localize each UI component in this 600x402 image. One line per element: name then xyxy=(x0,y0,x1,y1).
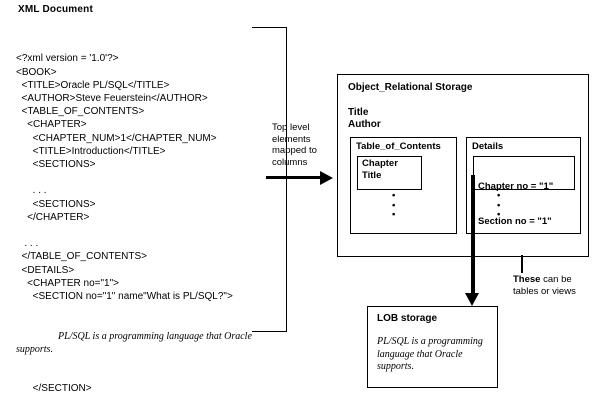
table-of-contents-continuation-dots: • • • xyxy=(392,190,396,220)
xml-code-line xyxy=(16,396,254,402)
lob-arrow-shaft xyxy=(471,175,475,296)
details-row xyxy=(473,156,575,190)
callout-bold-word: These xyxy=(513,274,541,285)
xml-code-line: </TABLE_OF_CONTENTS> xyxy=(16,251,147,263)
xml-code-line: <AUTHOR>Steve Feuerstein</AUTHOR> xyxy=(16,93,208,105)
lob-storage-box xyxy=(367,306,498,388)
details-table-label: Details xyxy=(472,141,504,152)
object-relational-storage-title: Object_Relational Storage xyxy=(348,82,473,93)
callout-leader-line xyxy=(521,255,523,273)
lob-storage-title: LOB storage xyxy=(377,313,438,324)
xml-code-line: <CHAPTER> xyxy=(16,119,87,131)
mapping-arrow-label: Top level elements mapped to columns xyxy=(272,122,317,168)
tables-or-views-callout: These can be tables or views xyxy=(513,274,595,297)
xml-code-line: <SECTIONS> xyxy=(16,159,96,171)
xml-code-line: <TITLE>Introduction</TITLE> xyxy=(16,145,166,157)
table-of-contents-row-fields: Chapter Title xyxy=(362,158,398,181)
mapping-arrow-shaft xyxy=(266,176,322,180)
xml-code-line: <?xml version = '1.0'?> xyxy=(16,53,119,65)
xml-inline-italic-text: PL/SQL is a programming language that Or… xyxy=(16,330,252,355)
xml-code-line: <SECTIONS> xyxy=(16,198,96,210)
xml-code-line: <CHAPTER no="1"> xyxy=(16,277,119,289)
xml-code-line: . . . xyxy=(16,185,47,197)
table-of-contents-row xyxy=(357,156,422,190)
xml-code-line: </CHAPTER> xyxy=(16,211,90,223)
xml-code-line xyxy=(16,224,254,237)
xml-code-after: </SECTION> . . . </CHAPTER> </DETAILS></… xyxy=(16,382,254,402)
xml-code-line: </SECTION> xyxy=(16,383,92,395)
callout-rest-text: can be tables or views xyxy=(513,274,576,297)
xml-code-line: <DETAILS> xyxy=(16,264,75,276)
details-continuation-dots: • • • xyxy=(497,190,501,220)
details-field-chapter-no: Chapter no = "1" xyxy=(478,181,554,193)
table-of-contents-table xyxy=(350,137,457,234)
storage-column-list: Title Author xyxy=(348,107,381,131)
toc-field-title: Title xyxy=(362,169,382,181)
xml-code-line: <SECTION no="1" name"What is PL/SQL?"> xyxy=(16,291,233,303)
lob-storage-body-text: PL/SQL is a programming language that Or… xyxy=(377,336,483,373)
object-relational-storage-box xyxy=(337,74,589,257)
lob-arrow-head-icon xyxy=(465,293,479,306)
toc-field-chapter: Chapter xyxy=(362,158,398,169)
xml-code-before: <?xml version = '1.0'?><BOOK> <TITLE>Ora… xyxy=(16,52,254,303)
mapping-arrow-head-icon xyxy=(320,170,333,185)
xml-code-line: <CHAPTER_NUM>1</CHAPTER_NUM> xyxy=(16,132,217,144)
xml-grouping-bracket xyxy=(252,27,287,332)
storage-column-title: Title xyxy=(348,107,369,118)
xml-code-line xyxy=(16,171,254,184)
details-table xyxy=(466,137,581,234)
details-row-fields: Chapter no = "1" Section no = "1" xyxy=(478,158,553,251)
storage-column-author: Author xyxy=(348,118,381,130)
details-field-section-no: Section no = "1" xyxy=(478,215,552,227)
xml-document-heading: XML Document xyxy=(18,4,93,15)
xml-code-line: <BOOK> xyxy=(16,66,57,78)
xml-document-code: <?xml version = '1.0'?><BOOK> <TITLE>Ora… xyxy=(16,26,254,402)
xml-code-line: <TITLE>Oracle PL/SQL</TITLE> xyxy=(16,79,170,91)
table-of-contents-table-label: Table_of_Contents xyxy=(356,141,441,152)
xml-code-line: . . . xyxy=(16,238,39,250)
xml-code-line: <TABLE_OF_CONTENTS> xyxy=(16,106,145,118)
